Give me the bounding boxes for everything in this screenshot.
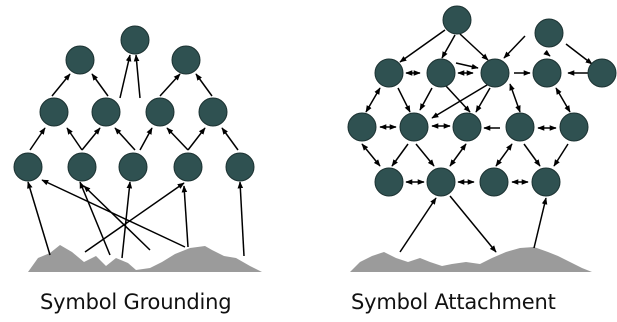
attachment-node xyxy=(399,112,429,142)
grounding-node xyxy=(39,97,69,127)
attachment-node xyxy=(452,112,482,142)
attachment-nodes xyxy=(347,5,617,197)
attachment-node xyxy=(442,5,472,35)
grounding-arrows xyxy=(27,54,245,259)
grounding-nodes xyxy=(13,25,255,182)
attachment-node xyxy=(505,112,535,142)
attachment-node xyxy=(426,167,456,197)
attachment-node xyxy=(587,58,617,88)
grounding-terrain xyxy=(28,245,262,272)
symbol-grounding-diagram xyxy=(13,25,262,272)
grounding-node xyxy=(67,152,97,182)
grounding-node xyxy=(225,152,255,182)
attachment-node xyxy=(534,18,564,48)
grounding-node xyxy=(173,152,203,182)
grounding-node xyxy=(120,25,150,55)
attachment-terrain xyxy=(350,247,592,272)
grounding-node xyxy=(171,45,201,75)
grounding-node xyxy=(145,97,175,127)
symbol-grounding-label: Symbol Grounding xyxy=(40,290,232,314)
symbol-attachment-diagram xyxy=(347,5,617,272)
grounding-node xyxy=(118,152,148,182)
grounding-node xyxy=(91,97,121,127)
attachment-node xyxy=(374,167,404,197)
attachment-node xyxy=(531,167,561,197)
attachment-arrows xyxy=(361,29,593,253)
attachment-node xyxy=(479,167,509,197)
attachment-node xyxy=(559,112,589,142)
attachment-node xyxy=(374,58,404,88)
symbol-attachment-label: Symbol Attachment xyxy=(351,290,556,314)
grounding-node xyxy=(65,45,95,75)
attachment-node xyxy=(532,58,562,88)
grounding-node xyxy=(13,152,43,182)
attachment-node xyxy=(480,58,510,88)
attachment-node xyxy=(347,112,377,142)
attachment-node xyxy=(426,58,456,88)
grounding-node xyxy=(198,97,228,127)
